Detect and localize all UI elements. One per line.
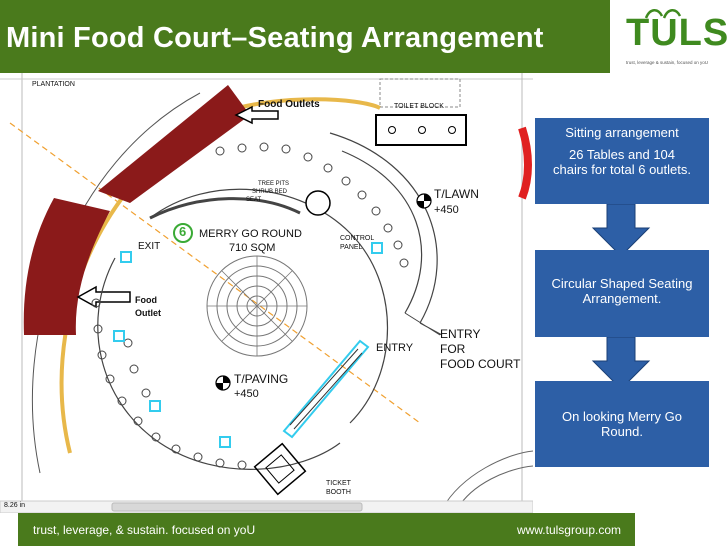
label-food-outlet-1: Food (135, 295, 157, 305)
chair-ring (91, 142, 409, 470)
highlight-posts (113, 242, 383, 448)
logo-tagline: trust, leverage & sustain, focused on yo… (626, 60, 709, 65)
leaf-icon (644, 9, 682, 19)
marker-six-icon (173, 223, 193, 243)
tuls-logo: TULS trust, leverage & sustain, focused … (622, 6, 728, 72)
label-shrub-bed: SHRUB BED (252, 189, 288, 195)
step-1-line-1: Sitting arrangement (565, 125, 679, 140)
merry-go-round-boundary (97, 257, 341, 470)
label-merry-go-round: MERRY GO ROUND (199, 228, 302, 240)
label-entry-food-court-1: ENTRY (440, 327, 481, 341)
merry-go-round-icon (206, 255, 308, 357)
process-panel: Sitting arrangement 26 Tables and 104 ch… (533, 73, 728, 513)
seating-area-top (98, 85, 250, 203)
label-scale: 8.26 in (4, 502, 26, 509)
step-box-merry-go-round: On looking Merry Go Round. (535, 381, 709, 467)
slide-title: Mini Food Court–Seating Arrangement (6, 22, 544, 54)
label-tree-pits: TREE PITS (258, 181, 290, 187)
label-t-paving-level: +450 (234, 388, 259, 400)
label-food-outlet-2: Outlet (135, 308, 161, 318)
step-2-line-1: Circular Shaped Seating Arrangement. (551, 276, 693, 306)
scrollbar-thumb[interactable] (111, 502, 363, 512)
label-exit: EXIT (138, 241, 161, 252)
roof-curve (439, 450, 533, 513)
label-seat: SEAT (246, 197, 262, 203)
title-bar: Mini Food Court–Seating Arrangement (0, 0, 610, 73)
level-marker-icon (416, 193, 432, 209)
label-toilet-block: TOILET BLOCK (394, 103, 444, 110)
toilet-block (375, 114, 467, 146)
red-marker (518, 126, 532, 200)
label-control-panel-1: CONTROL (340, 235, 375, 242)
entry-ramp (282, 339, 370, 439)
label-entry: ENTRY (376, 342, 414, 354)
label-marker-number: 6 (179, 224, 187, 239)
ticket-booth (253, 442, 307, 496)
seating-area-left (23, 198, 110, 335)
label-food-outlets: Food Outlets (258, 99, 320, 110)
step-box-seating: Sitting arrangement 26 Tables and 104 ch… (535, 118, 709, 204)
footer-tagline: trust, leverage, & sustain. focused on y… (33, 523, 256, 537)
level-marker-icon (215, 375, 231, 391)
logo-word: TULS (626, 12, 728, 54)
step-box-circular: Circular Shaped Seating Arrangement. (535, 250, 709, 337)
label-ticket-booth-2: BOOTH (326, 489, 351, 496)
label-entry-food-court-3: FOOD COURT (440, 357, 521, 371)
label-t-paving: T/PAVING (234, 372, 289, 386)
footer-website[interactable]: www.tulsgroup.com (516, 523, 621, 537)
label-area: 710 SQM (229, 242, 276, 254)
axis-line (9, 122, 421, 424)
label-control-panel-2: PANEL (340, 244, 363, 251)
arrow-down-icon (591, 337, 651, 389)
walkway (404, 312, 443, 336)
arrow-down-icon (591, 204, 651, 256)
walkway (329, 132, 438, 324)
arrow-left-icon (234, 105, 279, 125)
floor-plan-drawing (0, 73, 533, 513)
step-1-line-2: 26 Tables and 104 chairs for total 6 out… (552, 147, 691, 177)
footer-bar: trust, leverage, & sustain. focused on y… (18, 513, 635, 546)
wall (149, 197, 301, 220)
label-t-lawn-level: +450 (434, 204, 459, 216)
label-t-lawn: T/LAWN (434, 187, 479, 201)
floor-plan-image: PLANTATION Food Outlets TOILET BLOCK TRE… (0, 73, 533, 513)
merry-go-round-boundary (149, 188, 389, 424)
label-entry-food-court-2: FOR (440, 342, 466, 356)
step-3-line-1: On looking Merry Go Round. (562, 409, 682, 439)
arrow-left-icon (76, 285, 131, 309)
label-ticket-booth-1: TICKET (326, 480, 351, 487)
label-plantation: PLANTATION (32, 81, 75, 88)
control-panel-icon (305, 190, 331, 216)
